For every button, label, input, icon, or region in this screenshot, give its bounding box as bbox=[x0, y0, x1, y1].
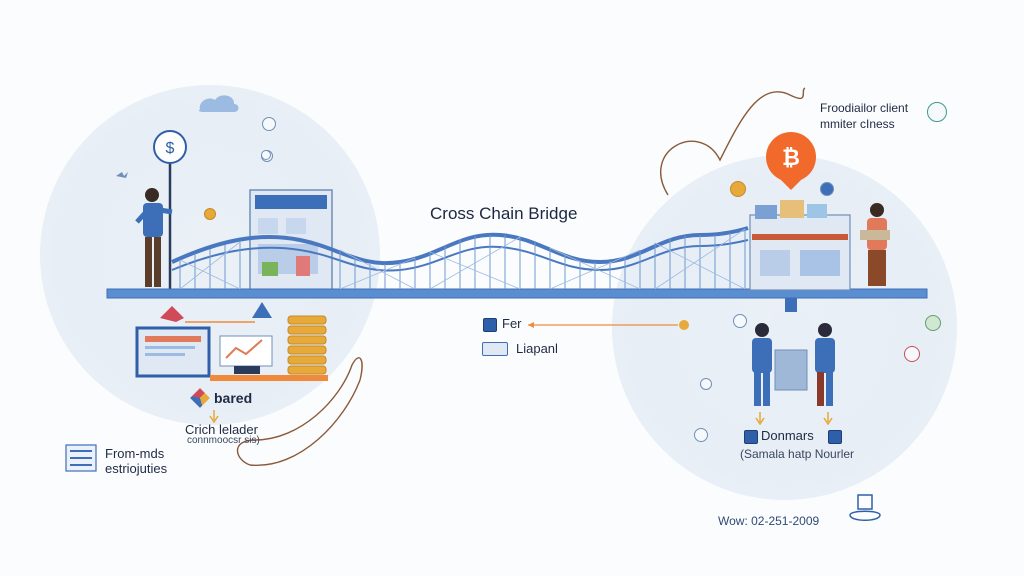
right-label-donmars: Donmars bbox=[761, 428, 814, 443]
bridge bbox=[106, 226, 928, 299]
card-icon-liapanl bbox=[482, 342, 508, 356]
bottom-left-line1: From-mds bbox=[105, 446, 165, 461]
left-brand-label: bared bbox=[214, 390, 253, 406]
leaf-icon-right bbox=[925, 315, 941, 331]
left-laptop bbox=[135, 302, 328, 381]
node-lamp-handshake bbox=[752, 298, 835, 426]
diagram-title: Cross Chain Bridge bbox=[430, 204, 578, 223]
svg-text:$: $ bbox=[166, 140, 175, 157]
cloud-icon bbox=[198, 95, 239, 112]
list-icon-bottom-left bbox=[65, 444, 97, 472]
mid-label-liapanl: Liapanl bbox=[516, 341, 558, 356]
lock-icon-left bbox=[261, 150, 271, 160]
coin-icon-right bbox=[730, 181, 746, 197]
right-market-stall bbox=[749, 132, 851, 291]
left-sub-line2: connmoocsr sis) bbox=[187, 435, 260, 446]
bird-icon bbox=[116, 172, 128, 178]
monitor-icon bbox=[849, 494, 881, 521]
left-person-figure: $ bbox=[135, 130, 187, 290]
bottom-right-text: Wow: 02-251-2009 bbox=[718, 514, 820, 528]
globe-icon-right-small bbox=[820, 182, 834, 196]
left-down-arrow bbox=[209, 410, 219, 424]
right-person-figure bbox=[860, 203, 890, 286]
bitcoin-icon: ₿ bbox=[782, 145, 800, 170]
chart-icon-right bbox=[904, 346, 920, 362]
curl-line-top-right bbox=[660, 87, 806, 196]
globe-icon-top-right bbox=[927, 102, 947, 122]
mid-label-fer: Fer bbox=[502, 316, 522, 331]
top-right-label-line1: Froodiailor client bbox=[820, 101, 909, 115]
flag-icon-donmars-left bbox=[744, 430, 758, 444]
left-building bbox=[249, 189, 333, 291]
right-sub-label: (Samala hatp Nourler bbox=[740, 447, 855, 461]
curl-line-bottom-left bbox=[236, 357, 363, 466]
coin-icon-left bbox=[204, 208, 216, 220]
gear-icon-left bbox=[262, 117, 276, 131]
flag-icon-donmars-right bbox=[828, 430, 842, 444]
gold-coin-stack bbox=[287, 315, 327, 375]
top-right-label-line2: mmiter cIness bbox=[820, 117, 895, 131]
info-icon-right-mid bbox=[700, 378, 712, 390]
flag-icon-fer bbox=[483, 318, 497, 332]
left-sub-line1: Crich lelader bbox=[185, 422, 258, 437]
network-icon-right bbox=[733, 314, 747, 328]
globe-icon-right-bottom bbox=[694, 428, 708, 442]
bottom-left-line2: estriojuties bbox=[105, 461, 168, 476]
